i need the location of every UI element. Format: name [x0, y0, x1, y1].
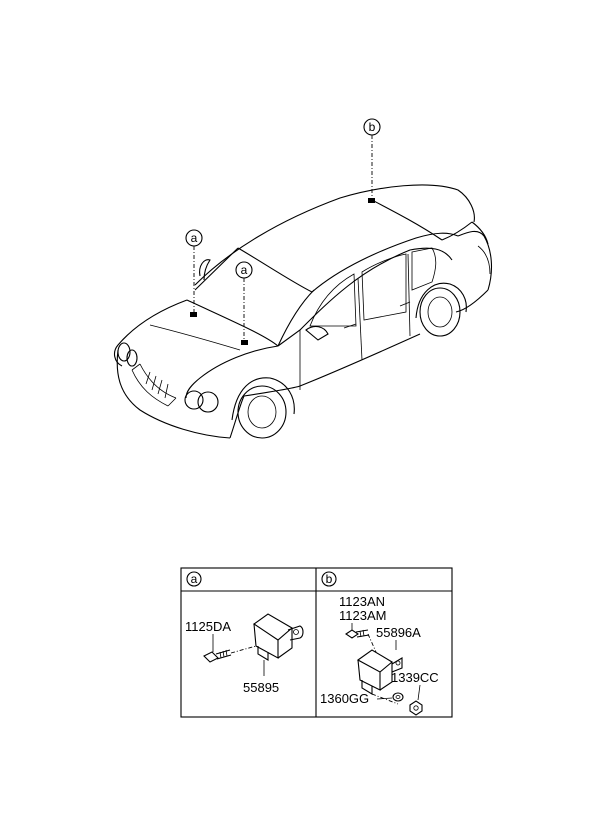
svg-text:a: a	[191, 572, 198, 586]
callout-front-a1: a	[185, 229, 203, 317]
header-b: b	[321, 571, 337, 587]
part-label-sensor: 55896A	[376, 625, 421, 640]
part-label-nut: 1339CC	[391, 670, 439, 685]
panel-a: 1125DA 55895	[185, 613, 304, 695]
sensor-marker	[241, 340, 248, 345]
svg-text:b: b	[326, 572, 333, 586]
washer-icon	[392, 692, 404, 702]
car-illustration	[113, 184, 493, 439]
sensor-icon	[253, 613, 304, 661]
part-label-sensor: 55895	[243, 680, 279, 695]
bolt-icon	[345, 629, 370, 639]
svg-text:b: b	[369, 120, 376, 134]
sensor-marker	[190, 312, 197, 317]
sensor-icon	[356, 649, 403, 695]
svg-text:a: a	[191, 231, 198, 245]
part-label-bolt: 1125DA	[185, 619, 231, 634]
part-label-bolt-1: 1123AN	[339, 594, 385, 609]
bolt-icon	[203, 649, 232, 663]
panel-b: 1123AN 1123AM 55896A	[320, 594, 439, 716]
sensor-marker	[368, 198, 375, 203]
part-label-bolt-2: 1123AM	[339, 608, 386, 623]
callout-rear-b: b	[363, 118, 381, 203]
header-a: a	[186, 571, 202, 587]
svg-text:a: a	[241, 263, 248, 277]
callout-front-a2: a	[235, 261, 253, 345]
part-label-washer: 1360GG	[320, 691, 369, 706]
nut-icon	[409, 700, 423, 716]
parts-table: a b 1125DA	[180, 567, 453, 718]
